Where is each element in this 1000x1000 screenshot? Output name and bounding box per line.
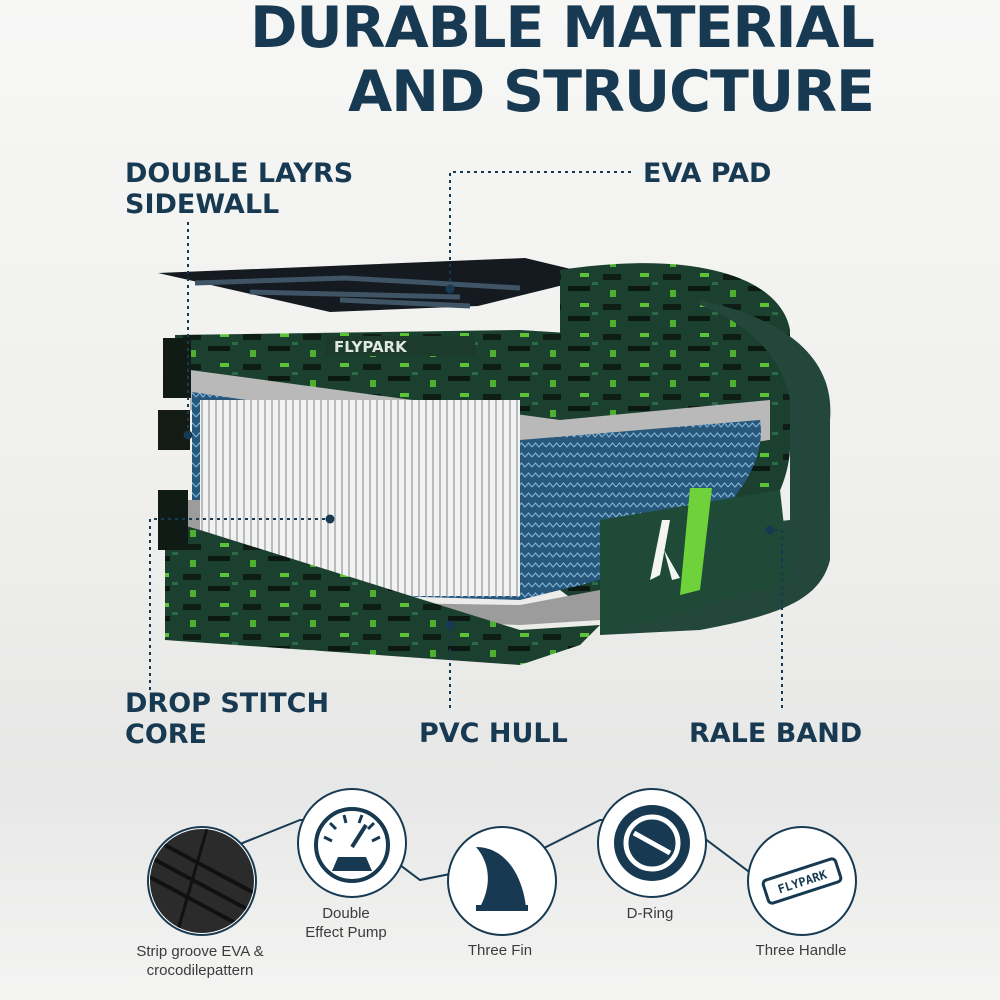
brand-strip [325, 336, 475, 356]
title-line-1: DURABLE MATERIAL [250, 0, 875, 61]
callout-rale-band: RALE BAND [689, 718, 863, 749]
caption-three-handle: Three Handle [755, 942, 847, 959]
leader-lines [149, 171, 783, 708]
eva-pad-top [158, 258, 600, 312]
d-ring-icon [597, 788, 707, 898]
leader-core [149, 518, 330, 690]
caption-double-effect-pump: Double Effect Pump [305, 905, 387, 941]
callout-double-layer-sidewall: DOUBLE LAYRS SIDEWALL [125, 158, 354, 220]
callout-drop-stitch-core: DROP STITCH CORE [125, 688, 330, 750]
fin-icon [447, 826, 557, 936]
pvc-hull [165, 520, 600, 665]
rail-band-lime-stripe [680, 488, 712, 595]
strip-groove-eva-icon [147, 826, 257, 936]
handle-icon: FLYPARK [747, 826, 857, 936]
caption-three-fin: Three Fin [467, 942, 533, 959]
sidewall-left-tab [158, 410, 190, 450]
pump-gauge-icon [297, 788, 407, 898]
caption-d-ring: D-Ring [626, 905, 674, 922]
callout-pvc-hull: PVC HULL [419, 718, 568, 749]
eva-pad-grooves [194, 275, 521, 309]
leader-rale [770, 529, 783, 708]
callout-eva-pad: EVA PAD [643, 158, 772, 189]
board-brand-text: FLYPARK [334, 338, 408, 356]
leader-dots [183, 284, 775, 630]
sidewall-left-upper [163, 338, 191, 398]
rail-band-logo [650, 520, 680, 580]
title-line-2: AND STRUCTURE [348, 59, 875, 125]
caption-strip-groove-eva: Strip groove EVA & crocodilepattern [136, 943, 264, 979]
